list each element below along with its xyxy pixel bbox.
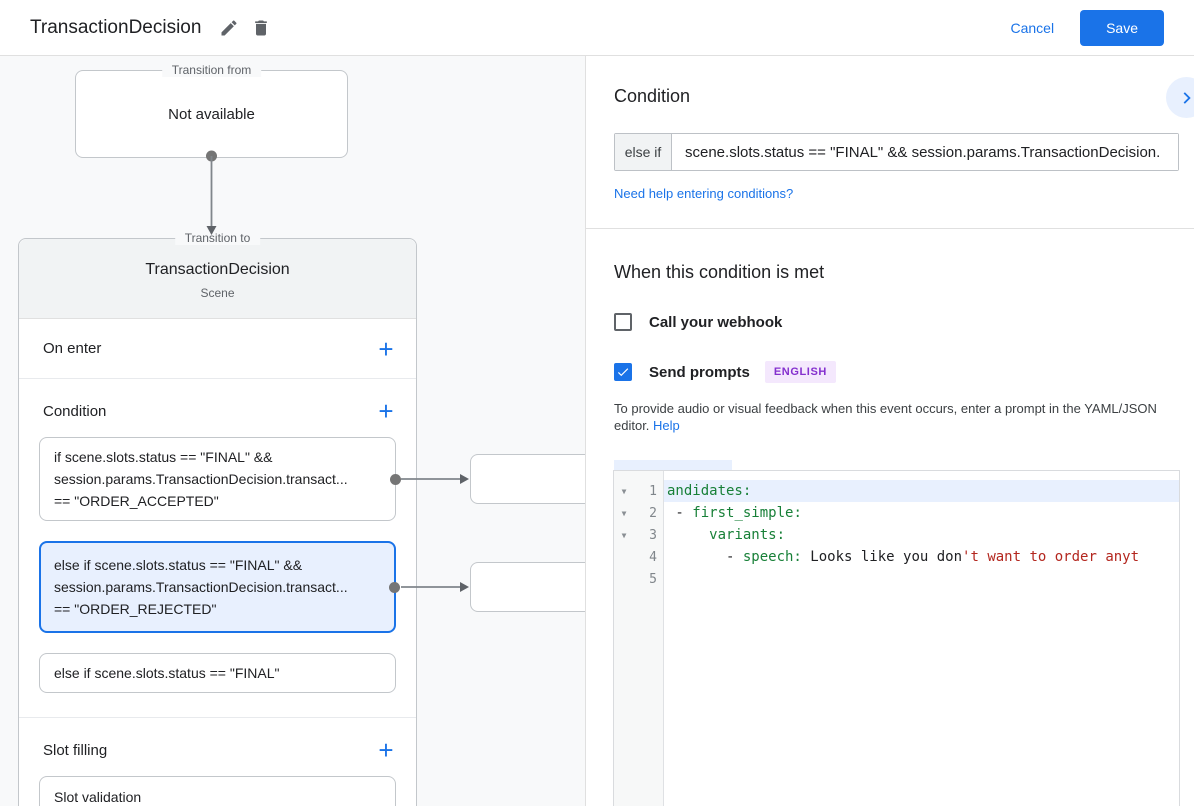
transition-from-box[interactable]: Transition from Not available [75,63,348,158]
send-prompts-row: Send prompts ENGLISH [614,361,1194,383]
code-editor[interactable]: ▼ 1 ▼ 2 ▼ 3 4 5 andidates: - first_simple: vari… [613,470,1180,806]
chevron-right-icon [1176,87,1194,109]
code-line[interactable]: - first_simple: [667,505,802,521]
condition-item[interactable]: if scene.slots.status == "FINAL" &&sessi… [39,437,401,521]
condition-prefix: else if [615,134,672,170]
transition-from-content: Not available [168,105,255,123]
add-on-enter-button[interactable]: + [370,333,402,365]
plus-icon: + [378,396,394,426]
prompts-help-link[interactable]: Help [653,418,680,433]
editor-code-pane[interactable]: andidates: - first_simple: variants: - s… [664,471,1179,806]
line-number: 5 [649,571,657,587]
transition-from-label: Transition from [161,63,262,77]
cancel-button[interactable]: Cancel [1010,19,1055,36]
delete-scene-button[interactable] [245,12,277,44]
collapse-panel-button[interactable] [1166,77,1194,118]
slot-item[interactable]: Slot validation [39,776,396,806]
main-area: Transition from Not available Transition… [0,56,1194,806]
send-prompts-label: Send prompts [649,363,750,381]
scene-card-header[interactable]: TransactionDecision Scene [19,239,416,319]
trash-icon [251,18,271,38]
edit-title-button[interactable] [213,12,245,44]
code-line[interactable] [664,568,1179,590]
panel-title: Condition [614,86,691,106]
code-line[interactable]: - speech: Looks like you don't want to o… [667,549,1140,565]
prompts-description-text: To provide audio or visual feedback when… [614,401,1157,433]
transition-target[interactable] [470,454,585,504]
when-condition-met-title: When this condition is met [614,262,825,282]
condition-input[interactable] [672,134,1178,170]
connector-dot [389,582,400,593]
fold-arrow-icon[interactable]: ▼ [621,508,627,518]
flow-canvas: Transition from Not available Transition… [0,56,585,806]
conditions-help-link[interactable]: Need help entering conditions? [614,186,794,201]
add-condition-button[interactable]: + [370,395,402,427]
scene-card-subtitle: Scene [200,286,235,300]
condition-list: if scene.slots.status == "FINAL" &&sessi… [19,437,416,693]
editor-gutter: ▼ 1 ▼ 2 ▼ 3 4 5 [614,471,664,806]
check-icon [616,365,630,379]
webhook-row: Call your webhook [614,313,1194,331]
transition-target[interactable] [470,562,585,612]
on-enter-label: On enter [43,340,102,357]
save-button[interactable]: Save [1080,9,1164,46]
webhook-checkbox[interactable] [614,313,632,331]
fold-arrow-icon[interactable]: ▼ [621,530,627,540]
line-number: 2 [649,505,657,521]
plus-icon: + [378,735,394,765]
add-slot-button[interactable]: + [370,734,402,766]
connector-dot [390,474,401,485]
condition-item[interactable]: else if scene.slots.status == "FINAL" [39,653,396,693]
fold-arrow-icon[interactable]: ▼ [621,486,627,496]
code-line[interactable]: variants: [709,527,786,543]
slot-filling-label: Slot filling [43,741,108,759]
condition-item[interactable]: else if scene.slots.status == "FINAL" &&… [39,541,400,633]
line-number: 3 [649,527,657,543]
webhook-label: Call your webhook [649,313,783,331]
code-line[interactable]: andidates: [664,480,1179,502]
top-bar: TransactionDecision Cancel Save [0,0,1194,56]
scene-card-title: TransactionDecision [145,261,290,278]
condition-expression-row: else if [614,133,1179,171]
transition-to-label: Transition to [174,231,261,245]
prompts-description: To provide audio or visual feedback when… [614,400,1160,434]
panel-divider [586,228,1194,229]
condition-section-label: Condition [43,402,107,420]
send-prompts-checkbox[interactable] [614,363,632,381]
transition-to-card: Transition to TransactionDecision Scene … [18,231,417,806]
language-badge: ENGLISH [764,361,836,383]
section-condition: Condition + if scene.slots.status == "FI… [19,379,416,718]
condition-panel: Condition else if Need help entering con… [585,56,1194,806]
plus-icon: + [378,333,394,364]
pencil-icon [219,18,239,38]
line-number: 4 [649,549,657,565]
section-on-enter: On enter + [19,319,416,379]
section-slot-filling: Slot filling + Slot validation [19,718,416,806]
page-title: TransactionDecision [30,16,202,38]
slot-list: Slot validation [19,776,416,806]
line-number: 1 [649,483,657,499]
